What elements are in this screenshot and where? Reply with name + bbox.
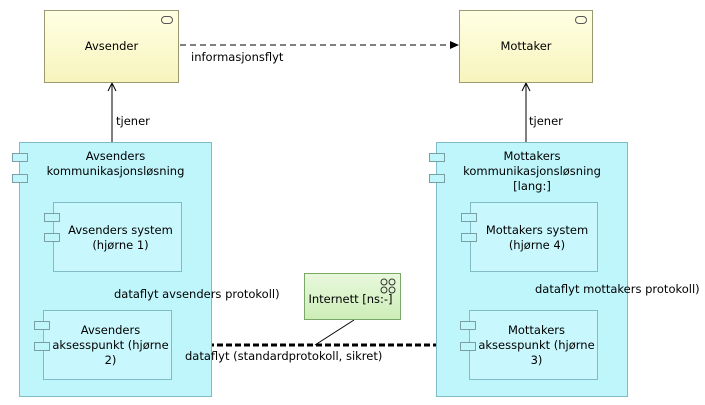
receiver-access-point-node[interactable]: Mottakers aksesspunkt (hjørne 3) bbox=[460, 310, 598, 380]
component-icon bbox=[460, 321, 476, 330]
component-icon bbox=[12, 153, 28, 162]
sender-system-node[interactable]: Avsenders system (hjørne 1) bbox=[44, 202, 182, 272]
receiver-label: Mottaker bbox=[500, 39, 552, 53]
receiver-system-node[interactable]: Mottakers system (hjørne 4) bbox=[461, 202, 598, 272]
sender-system-label: Avsenders system (hjørne 1) bbox=[68, 223, 173, 252]
sender-role-node[interactable]: Avsender bbox=[44, 10, 179, 83]
serves-right-label: tjener bbox=[529, 114, 563, 128]
network-icon bbox=[380, 278, 396, 294]
role-icon bbox=[161, 16, 173, 24]
internet-node[interactable]: Internett [ns:-] bbox=[304, 273, 401, 320]
sender-solution-label: Avsenders kommunikasjonsløsning bbox=[46, 149, 185, 178]
serves-left-label: tjener bbox=[116, 114, 150, 128]
component-icon bbox=[12, 174, 28, 183]
sender-access-point-node[interactable]: Avsenders aksesspunkt (hjørne 2) bbox=[34, 310, 172, 380]
component-icon bbox=[460, 342, 476, 351]
component-icon bbox=[34, 342, 50, 351]
internet-label: Internett [ns:-] bbox=[308, 292, 393, 306]
component-icon bbox=[44, 213, 60, 222]
receiver-protocol-flow-label: dataflyt mottakers protokoll) bbox=[535, 282, 700, 296]
receiver-role-node[interactable]: Mottaker bbox=[459, 10, 593, 83]
component-icon bbox=[461, 233, 477, 242]
information-flow-label: informasjonsflyt bbox=[191, 50, 284, 64]
sender-label: Avsender bbox=[84, 39, 139, 53]
component-icon bbox=[44, 233, 60, 242]
component-icon bbox=[429, 174, 445, 183]
receiver-system-label: Mottakers system (hjørne 4) bbox=[485, 223, 589, 252]
internet-association-edge[interactable] bbox=[314, 319, 355, 346]
receiver-access-point-label: Mottakers aksesspunkt (hjørne 3) bbox=[478, 323, 595, 367]
component-icon bbox=[461, 213, 477, 222]
component-icon bbox=[429, 153, 445, 162]
component-icon bbox=[34, 321, 50, 330]
sender-access-point-label: Avsenders aksesspunkt (hjørne 2) bbox=[52, 323, 169, 367]
sender-protocol-flow-label: dataflyt avsenders protokoll) bbox=[114, 287, 280, 301]
role-icon bbox=[575, 16, 587, 24]
receiver-solution-label: Mottakers kommunikasjonsløsning [lang:] bbox=[463, 149, 601, 193]
standard-flow-label: dataflyt (standardprotokoll, sikret) bbox=[185, 349, 383, 363]
